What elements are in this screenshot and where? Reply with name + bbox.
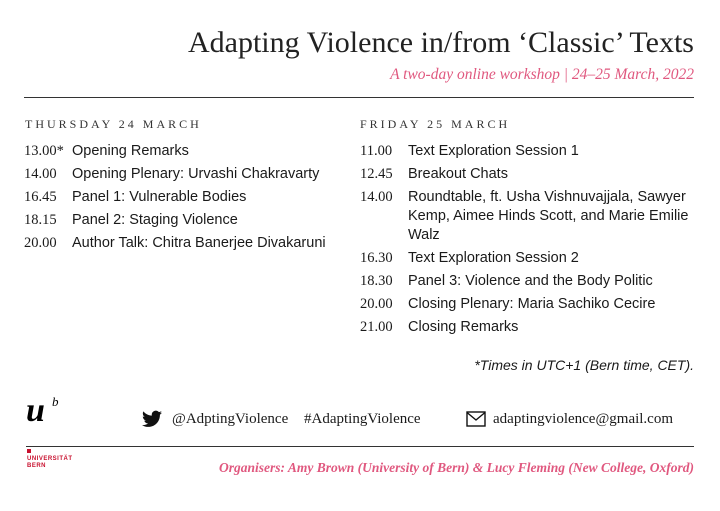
email-link[interactable]: adaptingviolence@gmail.com: [493, 411, 674, 427]
university-logo-superscript: b: [52, 394, 59, 409]
schedule-item: 18.30 Panel 3: Violence and the Body Poli…: [360, 272, 705, 291]
schedule-event: Panel 2: Staging Violence: [72, 212, 238, 228]
schedule-item: 20.00 Author Talk: Chitra Banerjee Divaka…: [24, 234, 344, 253]
schedule-event: Opening Remarks: [72, 143, 189, 159]
thursday-heading: THURSDAY 24 MARCH: [25, 117, 202, 131]
page-subtitle: A two-day online workshop | 24–25 March,…: [390, 66, 694, 83]
schedule-item: 12.45 Breakout Chats: [360, 165, 705, 184]
top-divider: [24, 97, 694, 98]
schedule-event: Author Talk: Chitra Banerjee Divakaruni: [72, 235, 326, 251]
schedule-item: 14.00 Opening Plenary: Urvashi Chakravart…: [24, 165, 344, 184]
schedule-time: 20.00: [24, 235, 57, 251]
schedule-time: 14.00: [24, 166, 57, 182]
schedule-item: 18.15 Panel 2: Staging Violence: [24, 211, 344, 230]
schedule-event: Closing Remarks: [408, 319, 519, 335]
schedule-time: 16.30: [360, 250, 393, 266]
schedule-time: 18.15: [24, 212, 57, 228]
envelope-icon[interactable]: [466, 411, 486, 427]
bottom-divider: [26, 446, 694, 447]
friday-schedule: 11.00 Text Exploration Session 1 12.45 Brea…: [360, 142, 705, 341]
friday-heading: FRIDAY 25 MARCH: [360, 117, 511, 131]
timezone-note: *Times in UTC+1 (Bern time, CET).: [474, 357, 694, 373]
schedule-item: 16.30 Text Exploration Session 2: [360, 249, 705, 268]
schedule-time: 12.45: [360, 166, 393, 182]
hashtag[interactable]: #AdaptingViolence: [304, 411, 421, 427]
schedule-item: 21.00 Closing Remarks: [360, 318, 705, 337]
schedule-event: Breakout Chats: [408, 166, 508, 182]
schedule-event: Closing Plenary: Maria Sachiko Cecire: [408, 296, 656, 312]
schedule-time: 14.00: [360, 189, 393, 205]
schedule-event: Panel 3: Violence and the Body Politic: [408, 273, 653, 289]
university-mark-icon: [27, 449, 31, 453]
schedule-time: 18.30: [360, 273, 393, 289]
schedule-item: 13.00* Opening Remarks: [24, 142, 344, 161]
schedule-item: 14.00 Roundtable, ft. Usha Vishnuvajjala,…: [360, 188, 705, 245]
schedule-item: 16.45 Panel 1: Vulnerable Bodies: [24, 188, 344, 207]
twitter-bird-icon[interactable]: [142, 410, 162, 428]
schedule-time: 13.00*: [24, 143, 64, 159]
schedule-item: 20.00 Closing Plenary: Maria Sachiko Ceci…: [360, 295, 705, 314]
schedule-time: 11.00: [360, 143, 393, 159]
organisers-credit: Organisers: Amy Brown (University of Ber…: [219, 460, 694, 475]
schedule-event: Text Exploration Session 2: [408, 250, 579, 266]
schedule-event: Roundtable, ft. Usha Vishnuvajjala, Sawy…: [408, 189, 689, 243]
page-title: Adapting Violence in/from ‘Classic’ Text…: [187, 26, 694, 59]
schedule-event: Opening Plenary: Urvashi Chakravarty: [72, 166, 320, 182]
schedule-time: 21.00: [360, 319, 393, 335]
schedule-event: Panel 1: Vulnerable Bodies: [72, 189, 247, 205]
schedule-time: 16.45: [24, 189, 57, 205]
thursday-schedule: 13.00* Opening Remarks 14.00 Opening Plenar…: [24, 142, 344, 257]
twitter-handle[interactable]: @AdptingViolence: [172, 411, 289, 427]
schedule-item: 11.00 Text Exploration Session 1: [360, 142, 705, 161]
schedule-time: 20.00: [360, 296, 393, 312]
schedule-event: Text Exploration Session 1: [408, 143, 579, 159]
university-logo-letter: u: [26, 392, 45, 429]
